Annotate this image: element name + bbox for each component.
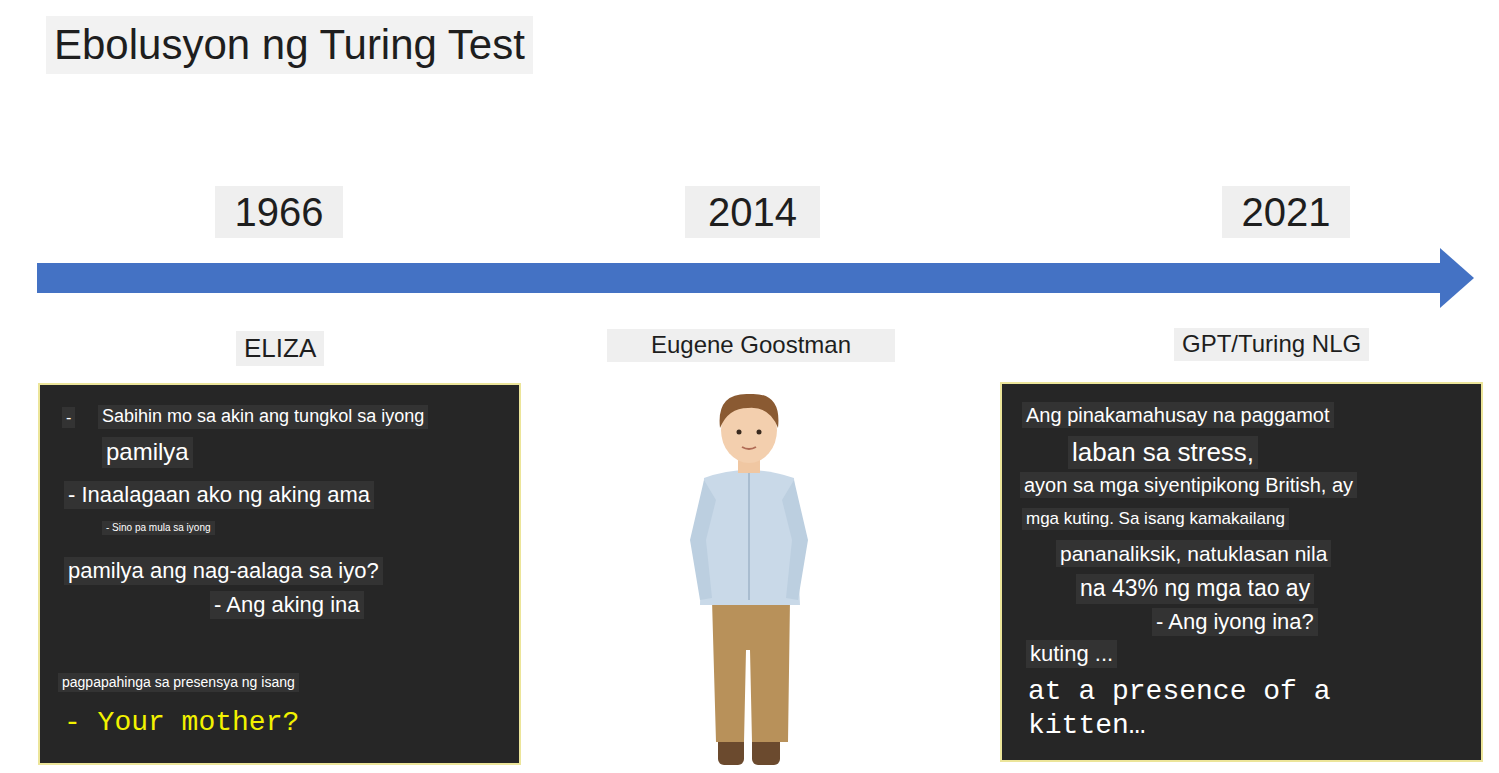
year-label: 1966 <box>215 186 343 238</box>
timeline-arrowhead <box>1440 248 1474 308</box>
dialogue-line: - Sino pa mula sa iyong <box>102 521 215 535</box>
dialogue-line: - Ang iyong ina? <box>1152 608 1318 636</box>
dialogue-line: - Inaalagaan ako ng aking ama <box>64 481 374 509</box>
dialogue-line: pananaliksik, natuklasan nila <box>1056 540 1331 567</box>
dialogue-line: - <box>62 407 75 428</box>
dialogue-line: mga kuting. Sa isang kamakailang <box>1022 508 1289 530</box>
dialogue-line: - Ang aking ina <box>210 591 364 619</box>
dialogue-line: na 43% ng mga tao ay <box>1076 574 1314 604</box>
dialogue-line: Ang pinakamahusay na paggamot <box>1022 402 1334 428</box>
dialogue-line: pamilya ang nag-aalaga sa iyo? <box>64 557 383 585</box>
dialogue-line: pamilya <box>102 437 193 468</box>
dialogue-box: ELIZA-Sabihin mo sa akin ang tungkol sa … <box>38 383 521 765</box>
year-label: 2014 <box>685 186 820 238</box>
dialogue-line: at a presence of a kitten… <box>1024 674 1362 743</box>
year-label: 2021 <box>1222 186 1350 238</box>
dialogue-line: ayon sa mga siyentipikong British, ay <box>1020 472 1357 498</box>
title: Ebolusyon ng Turing Test <box>46 16 533 74</box>
boy-figure <box>690 394 808 765</box>
system-name: ELIZA <box>236 331 324 366</box>
dialogue-line: - Your mother? <box>60 705 303 741</box>
system-name: GPT/Turing NLG <box>1174 328 1369 361</box>
dialogue-line: laban sa stress, <box>1068 436 1258 469</box>
dialogue-line: Sabihin mo sa akin ang tungkol sa iyong <box>98 405 428 429</box>
dialogue-line: pagpapahinga sa presensya ng isang <box>58 673 299 692</box>
dialogue-line: kuting ... <box>1026 640 1117 668</box>
timeline-bar <box>37 263 1442 293</box>
system-name: Eugene Goostman <box>607 329 895 362</box>
dialogue-box: GPT/Turing NLGAng pinakamahusay na pagga… <box>1000 382 1483 762</box>
